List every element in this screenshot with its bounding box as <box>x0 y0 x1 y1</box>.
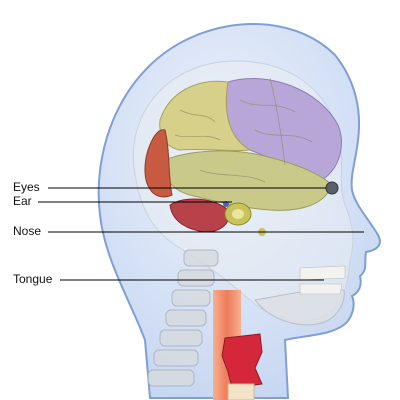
brain-folds <box>174 77 313 183</box>
cerebellum <box>169 198 230 233</box>
temporal-lobe <box>163 150 333 211</box>
tongue-label: Tongue <box>13 272 53 286</box>
occipital-lobe <box>144 129 173 198</box>
eye <box>325 181 339 195</box>
jaw <box>254 289 345 326</box>
ear-label: Ear <box>13 194 32 208</box>
ear-structure <box>223 201 266 236</box>
eyes-label: Eyes <box>13 180 40 194</box>
larynx <box>221 333 263 389</box>
trachea-rings <box>227 383 255 400</box>
nose-label: Nose <box>13 224 42 238</box>
cervical-spine <box>147 249 219 387</box>
teeth <box>299 265 346 295</box>
